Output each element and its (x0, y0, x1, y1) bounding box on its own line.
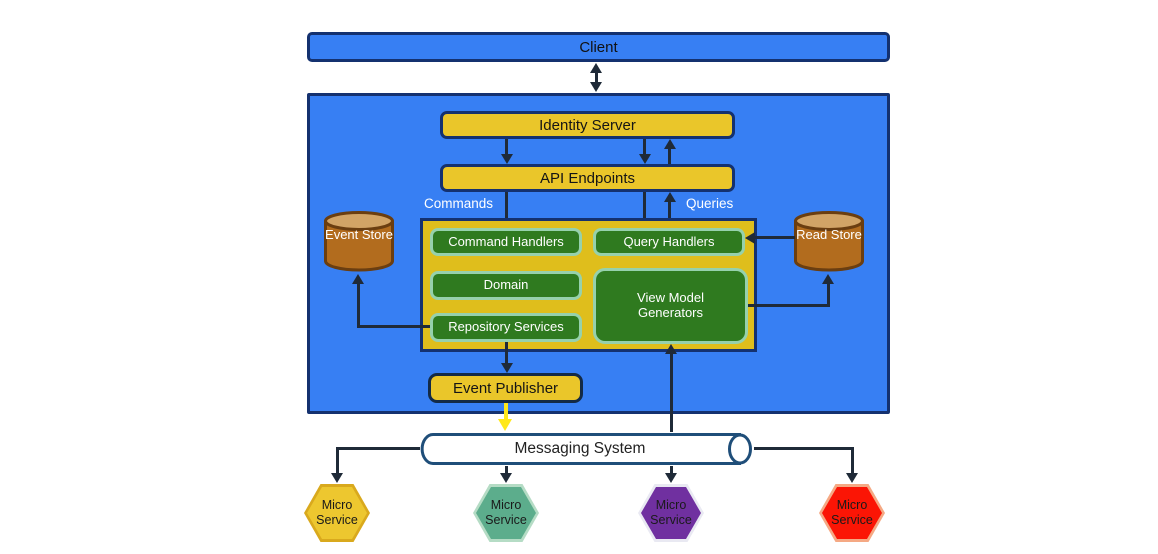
readstore-to-queryhandlers-head (745, 232, 755, 244)
repository-services-label: Repository Services (448, 319, 564, 335)
microservice-label-3: Micro Service (650, 498, 692, 527)
messaging-system-label: Messaging System (514, 440, 646, 457)
messaging-to-vmg-line (670, 353, 673, 432)
client-label: Client (579, 38, 618, 56)
queries-up-arrow-line (668, 201, 671, 228)
api-identity-up-arrow-line (668, 148, 671, 164)
messaging-branch-right-hline (754, 447, 854, 450)
client-container-arrow-up-head (590, 63, 602, 73)
identity-server-node: Identity Server (440, 111, 735, 139)
commands-arrow-line (505, 192, 508, 219)
queries-flow-label: Queries (686, 196, 734, 211)
microservice-node-3: Micro Service (638, 484, 704, 542)
command-handlers-label: Command Handlers (448, 233, 564, 249)
queries-up-arrow-head (664, 192, 676, 202)
identity-api-left-arrow-head (501, 154, 513, 164)
repo-to-eventstore-hline (357, 325, 430, 328)
messaging-branch-right-head (846, 473, 858, 483)
api-endpoints-label: API Endpoints (539, 169, 636, 187)
microservice-label-4: Micro Service (831, 498, 873, 527)
messaging-branch-left-head (331, 473, 343, 483)
identity-server-label: Identity Server (539, 116, 636, 134)
messaging-cylinder-icon (420, 433, 752, 465)
microservice-hexagon-2: Micro Service (476, 487, 536, 539)
api-identity-up-arrow-head (664, 139, 676, 149)
microservice-hexagon-4: Micro Service (822, 487, 882, 539)
command-handlers-node: Command Handlers (430, 228, 582, 256)
messaging-branch-purple-head (665, 473, 677, 483)
vmg-to-readstore-hline (748, 304, 829, 307)
domain-node: Domain (430, 271, 582, 300)
commands-flow-label: Commands (424, 196, 494, 211)
client-node: Client (307, 32, 890, 62)
messaging-branch-green-head (500, 473, 512, 483)
publish-arrow-head (498, 419, 512, 431)
repository-services-node: Repository Services (430, 313, 582, 342)
microservice-label-1: Micro Service (316, 498, 358, 527)
repo-to-publisher-head (501, 363, 513, 373)
view-model-generators-node: View Model Generators (593, 268, 748, 344)
repo-to-eventstore-head (352, 274, 364, 284)
messaging-branch-purple-line (670, 466, 673, 475)
vmg-to-readstore-head (822, 274, 834, 284)
read-store-label: Read Store (796, 227, 862, 242)
messaging-branch-left-vline (336, 447, 339, 475)
client-container-arrow-line (595, 72, 598, 83)
identity-api-right-arrow-head (639, 154, 651, 164)
vmg-to-readstore-vline (827, 284, 830, 307)
view-model-generators-label: View Model Generators (637, 290, 704, 320)
microservice-hexagon-3: Micro Service (641, 487, 701, 539)
event-publisher-node: Event Publisher (428, 373, 583, 403)
messaging-system-node (420, 432, 754, 466)
messaging-branch-left-hline (337, 447, 420, 450)
readstore-to-queryhandlers-line (754, 236, 795, 239)
event-store-cylinder-icon (324, 211, 394, 272)
query-handlers-label: Query Handlers (623, 233, 715, 249)
publish-arrow-line (504, 403, 508, 420)
identity-api-right-arrow-line (643, 139, 646, 155)
messaging-branch-green-line (505, 466, 508, 475)
microservice-node-1: Micro Service (304, 484, 370, 542)
event-publisher-label: Event Publisher (452, 379, 559, 397)
client-container-arrow-down-head (590, 82, 602, 92)
event-store-node: Event Store (323, 210, 395, 274)
messaging-to-vmg-head (665, 344, 677, 354)
domain-label: Domain (483, 277, 529, 293)
microservice-label-2: Micro Service (485, 498, 527, 527)
microservice-node-2: Micro Service (473, 484, 539, 542)
read-store-cylinder-icon (794, 211, 864, 272)
event-store-label: Event Store (325, 227, 393, 242)
queries-down-arrow-line (643, 192, 646, 219)
microservice-node-4: Micro Service (819, 484, 885, 542)
read-store-node: Read Store (793, 210, 865, 274)
messaging-branch-right-vline (851, 447, 854, 475)
repo-to-publisher-line (505, 342, 508, 365)
identity-api-left-arrow-line (505, 139, 508, 155)
microservice-hexagon-1: Micro Service (307, 487, 367, 539)
repo-to-eventstore-vline (357, 283, 360, 328)
query-handlers-node: Query Handlers (593, 228, 745, 256)
api-endpoints-node: API Endpoints (440, 164, 735, 192)
